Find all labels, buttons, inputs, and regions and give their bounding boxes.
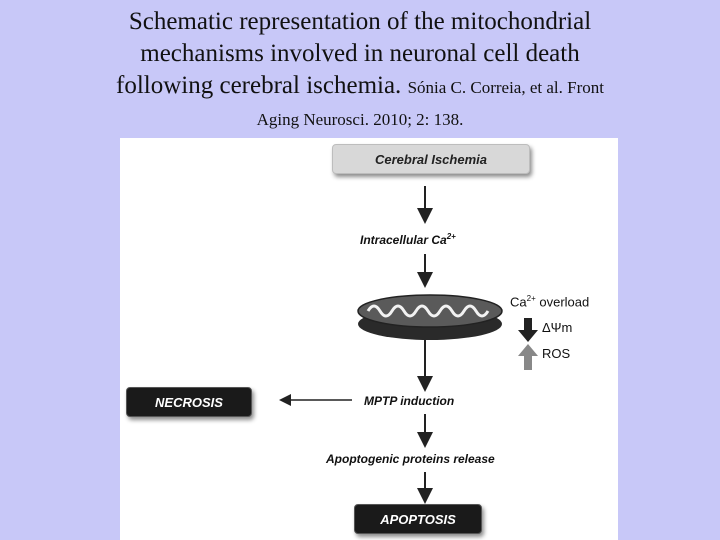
membrane-potential-label: ΔΨm <box>542 320 573 335</box>
title-line-1: Schematic representation of the mitochon… <box>128 8 592 35</box>
citation-part-1: Sónia C. Correia, et al. Front <box>407 78 604 97</box>
title-line-2: mechanisms involved in neuronal cell dea… <box>140 40 580 67</box>
citation-part-2: Aging Neurosci. 2010; 2: 138. <box>256 110 464 129</box>
intracellular-calcium-label: Intracellular Ca <box>360 233 447 247</box>
apoptosis-box: APOPTOSIS <box>354 504 482 534</box>
diagram-figure: Cerebral Ischemia Intracellular Ca2+ Ca2… <box>120 138 618 540</box>
diagram-graphics <box>279 186 538 504</box>
membrane-potential-down-arrow-icon <box>518 318 538 342</box>
overload-prefix: Ca <box>510 294 527 310</box>
necrosis-box: NECROSIS <box>126 387 252 417</box>
intracellular-calcium-superscript: 2+ <box>446 232 456 241</box>
mptp-induction-step: MPTP induction <box>364 394 455 408</box>
apoptogenic-release-step: Apoptogenic proteins release <box>326 452 495 466</box>
title-line-3-text: following cerebral ischemia. <box>116 72 402 99</box>
necrosis-label: NECROSIS <box>155 394 223 410</box>
cerebral-ischemia-label: Cerebral Ischemia <box>374 151 487 167</box>
overload-suffix: overload <box>535 294 590 310</box>
slide-title: Schematic representation of the mitochon… <box>0 6 720 136</box>
overload-superscript: 2+ <box>526 294 536 303</box>
mitochondrion-icon <box>357 294 503 340</box>
ros-label: ROS <box>542 346 571 361</box>
calcium-overload-label: Ca2+ overload <box>510 294 589 309</box>
intracellular-calcium-step: Intracellular Ca2+ <box>360 232 456 247</box>
ros-up-arrow-icon <box>518 344 538 370</box>
title-line-3: following cerebral ischemia. Sónia C. Co… <box>0 70 720 104</box>
cerebral-ischemia-box: Cerebral Ischemia <box>332 144 530 174</box>
apoptosis-label: APOPTOSIS <box>380 511 456 527</box>
